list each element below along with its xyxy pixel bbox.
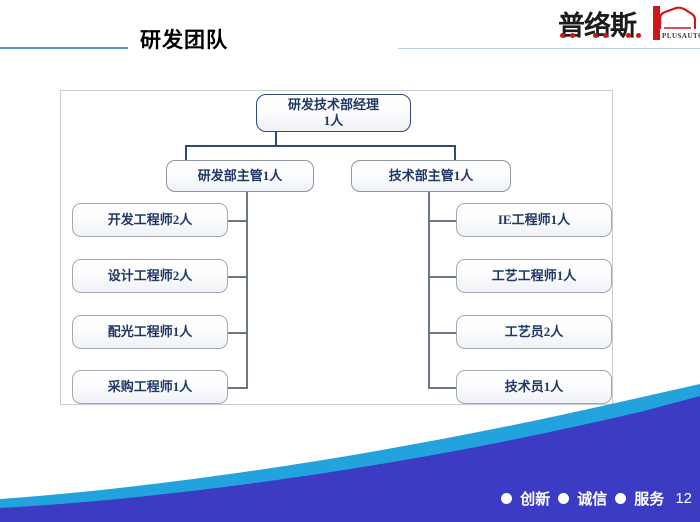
- logo-dots-decoration: [560, 33, 646, 38]
- org-node-process-staff[interactable]: 工艺员2人: [456, 315, 612, 349]
- logo-red-bar: [653, 6, 660, 40]
- connector-right-trunk: [428, 191, 430, 389]
- connector-left-drop: [185, 145, 187, 160]
- connector-left-branch-4: [228, 387, 248, 389]
- connector-right-branch-3: [428, 332, 456, 334]
- org-node-process-engineer[interactable]: 工艺工程师1人: [456, 259, 612, 293]
- bullet-icon-1: [501, 493, 513, 504]
- connector-root-down: [275, 131, 277, 146]
- bullet-icon-2: [558, 493, 570, 504]
- slogan-innovation: 创新: [520, 492, 551, 508]
- connector-root-bar: [185, 145, 456, 147]
- connector-left-branch-2: [228, 276, 248, 278]
- connector-right-branch-1: [428, 220, 456, 222]
- slogan-integrity: 诚信: [577, 492, 608, 508]
- company-logo: 普络斯 PLUSAUTO: [558, 2, 700, 46]
- slogan-service: 服务: [634, 492, 665, 508]
- page-number: 12: [675, 490, 692, 507]
- org-node-manager[interactable]: 研发技术部经理 1人: [256, 94, 411, 132]
- connector-left-trunk: [246, 191, 248, 389]
- org-node-technician[interactable]: 技术员1人: [456, 370, 612, 404]
- connector-right-branch-4: [428, 387, 456, 389]
- connector-right-drop: [454, 145, 456, 160]
- header-rule-left: [0, 47, 128, 49]
- org-node-dev-engineer[interactable]: 开发工程师2人: [72, 203, 228, 237]
- org-node-design-engineer[interactable]: 设计工程师2人: [72, 259, 228, 293]
- org-node-rd-supervisor[interactable]: 研发部主管1人: [166, 160, 314, 192]
- bullet-icon-3: [615, 493, 627, 504]
- org-node-tech-supervisor[interactable]: 技术部主管1人: [351, 160, 511, 192]
- org-node-purchasing-engineer[interactable]: 采购工程师1人: [72, 370, 228, 404]
- connector-right-branch-2: [428, 276, 456, 278]
- org-node-ie-engineer[interactable]: IE工程师1人: [456, 203, 612, 237]
- page-title: 研发团队: [140, 28, 228, 52]
- truck-icon: [658, 6, 696, 30]
- slide-header: 研发团队 普络斯 PLUSAUTO: [0, 0, 700, 62]
- org-node-optics-engineer[interactable]: 配光工程师1人: [72, 315, 228, 349]
- connector-left-branch-1: [228, 220, 248, 222]
- footer-slogans: 创新 诚信 服务 12: [501, 488, 692, 509]
- header-rule-right: [398, 48, 700, 49]
- logo-english-name: PLUSAUTO: [662, 32, 700, 40]
- org-chart-container: 研发技术部经理 1人 研发部主管1人 技术部主管1人 开发工程师2人 设计工程师…: [60, 90, 613, 405]
- connector-left-branch-3: [228, 332, 248, 334]
